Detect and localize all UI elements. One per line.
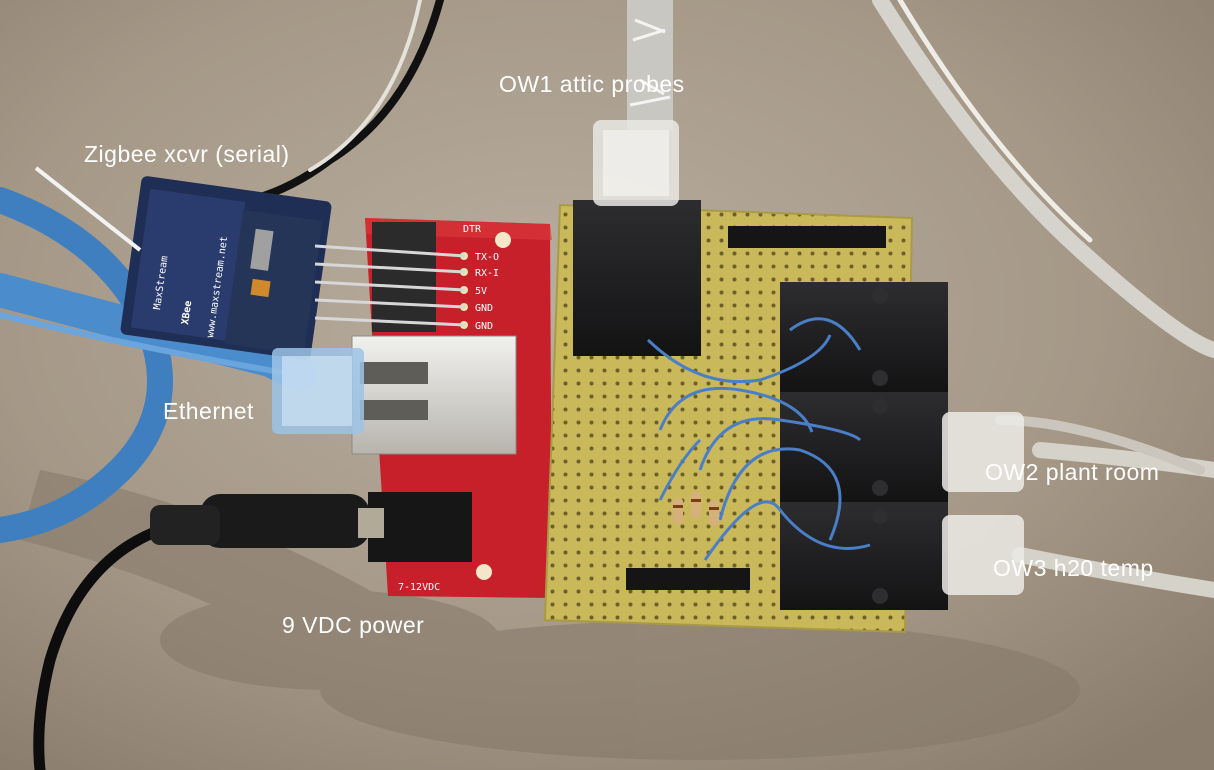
background-cables [872,0,1214,598]
silk-dtr: DTR [463,224,482,235]
silk-pin-4: GND [475,303,493,314]
black-wires [33,0,444,770]
ethernet-plug [272,348,364,434]
xbee-logo-text: XBee [180,300,194,325]
ow-right-jacks [780,282,948,610]
jumper-wires [646,317,871,561]
label-zigbee-xcvr: Zigbee xcvr (serial) [84,141,290,167]
silk-pin-2: RX-I [475,268,499,279]
perfboard-header-bottom [626,568,750,590]
dc-jack [150,492,472,562]
label-ethernet: Ethernet [163,398,254,424]
ow1-jack [573,120,701,356]
silk-pin-5: GND [475,321,493,332]
perfboard-header-top [728,226,886,248]
label-ow2-plant-room: OW2 plant room [985,459,1160,485]
resistors [673,492,719,526]
silk-pin-3: 5V [475,286,487,297]
xbee-module: MaxStream XBee www.maxstream.net [120,176,332,360]
ow1-cable [627,0,673,130]
silk-pin-1: TX-O [475,252,499,263]
label-ow3-h20-temp: OW3 h20 temp [993,555,1154,581]
header-pins [314,222,466,332]
silk-voltage: 7-12VDC [398,582,440,593]
ethernet-jack [351,335,517,455]
ow-right-plugs [942,412,1024,595]
label-ow1-attic-probes: OW1 attic probes [499,71,685,97]
label-9vdc-power: 9 VDC power [282,612,425,638]
xbee-antenna [34,166,142,252]
